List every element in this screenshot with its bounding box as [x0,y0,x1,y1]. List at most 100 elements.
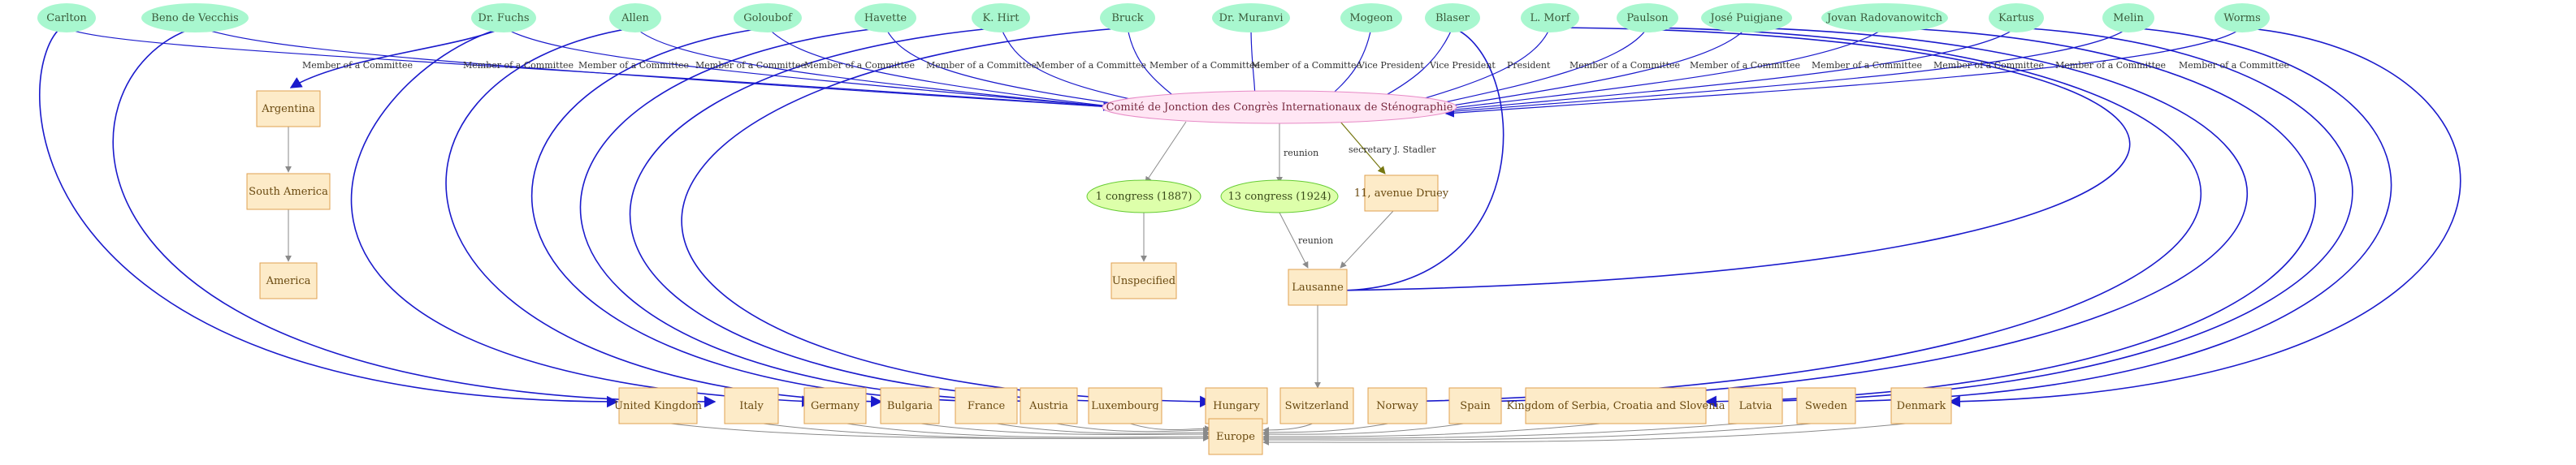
node-switzerland[interactable]: Switzerland [1279,387,1354,424]
edge-label-member-8: Member of a Committee [1149,60,1260,71]
node-lausanne[interactable]: Lausanne [1288,269,1348,306]
node-havette[interactable]: Havette [855,3,916,32]
node-label: K. Hirt [983,12,1020,24]
node-label: America [266,275,311,287]
node-kartus[interactable]: Kartus [1989,3,2044,32]
edge-avenue-lausanne [1340,210,1394,269]
edge-beno-comite [194,25,1113,111]
node-goloubof[interactable]: Goloubof [734,3,802,32]
node-denmark[interactable]: Denmark [1890,387,1952,424]
node-mogeon[interactable]: Mogeon [1340,3,1402,32]
node-spain[interactable]: Spain [1448,387,1502,424]
edge-hirt-comite [1000,27,1155,107]
node-label: José Puigjane [1709,12,1783,24]
edge-label-secretary: secretary J. Stadler [1349,144,1436,155]
edge-havette-comite [885,27,1131,110]
node-beno[interactable]: Beno de Vecchis [141,3,249,32]
edge-carlton-comite [60,25,1113,111]
node-melin[interactable]: Melin [2102,3,2154,32]
edge-fuchs-argentina [289,27,504,88]
node-america[interactable]: America [259,262,318,299]
node-carlton[interactable]: Carlton [37,3,96,32]
place-nodes: 11, avenue Druey Argentina South America… [246,90,1952,455]
node-italy[interactable]: Italy [724,387,779,424]
node-paulson[interactable]: Paulson [1617,3,1678,32]
node-hungary[interactable]: Hungary [1205,387,1268,424]
node-muranvi[interactable]: Dr. Muranvi [1212,3,1290,32]
node-comite[interactable]: Comité de Jonction des Congrès Internati… [1102,90,1457,124]
node-label: Dr. Fuchs [478,12,529,24]
node-argentina[interactable]: Argentina [256,90,321,127]
edge-label-vice-president-1: Vice President [1357,60,1424,71]
node-label: France [968,400,1006,412]
node-austria[interactable]: Austria [1020,387,1078,424]
node-france[interactable]: France [955,387,1018,424]
edge-kartus-latvia [1745,27,2353,407]
node-label: Kingdom of Serbia, Croatia and Slovenia [1506,400,1725,412]
node-luxembourg[interactable]: Luxembourg [1088,387,1162,424]
node-puigjane[interactable]: José Puigjane [1701,3,1792,32]
node-sweden[interactable]: Sweden [1796,387,1856,424]
node-label: Dr. Muranvi [1219,12,1284,24]
node-united-kingdom[interactable]: United Kingdom [614,387,702,424]
edge-bruck-hungary [681,27,1212,408]
edge-label-member-3: Member of a Committee [578,60,689,71]
edge-label-member-2: Member of a Committee [463,60,574,71]
node-bruck[interactable]: Bruck [1100,3,1155,32]
edge-label-reunion-2: reunion [1298,235,1333,246]
edge-label-member-1: Member of a Committee [302,60,413,71]
edge-label-vice-president-2: Vice President [1429,60,1496,71]
edge-blaser-lausanne [1332,27,1504,297]
edge-norway-europe [1262,421,1398,436]
edge-sweden-europe [1262,421,1829,444]
node-worms[interactable]: Worms [2214,3,2270,32]
node-label: Spain [1460,400,1491,412]
node-germany[interactable]: Germany [803,387,867,424]
edge-label-member-4: Member of a Committee [695,60,806,71]
node-serbia[interactable]: Kingdom of Serbia, Croatia and Slovenia [1506,387,1725,424]
edge-france-europe [986,421,1210,437]
node-label: Carlton [46,12,87,24]
edge-label-member-7: Member of a Committee [1036,60,1146,71]
node-label: Sweden [1805,400,1848,412]
node-label: Havette [864,12,907,24]
edge-latvia-europe [1262,421,1760,442]
edge-beno-italy [112,27,717,408]
node-blaser[interactable]: Blaser [1425,3,1480,32]
node-label: Bulgaria [887,400,933,412]
node-avenue[interactable]: 11, avenue Druey [1354,174,1449,212]
edge-kartus-comite [1444,27,2017,114]
node-south-america[interactable]: South America [246,173,331,210]
edge-fuchs-comite [503,27,1115,111]
edge-melin-sweden [1826,27,2392,408]
node-europe[interactable]: Europe [1208,418,1263,455]
node-congres13[interactable]: 13 congress (1924) [1220,179,1339,213]
edge-italy-europe [751,421,1210,442]
node-unspecified[interactable]: Unspecified [1110,262,1177,299]
node-radovanovitch[interactable]: Jovan Radovanowitch [1821,3,1948,32]
node-latvia[interactable]: Latvia [1728,387,1783,424]
edge-allen-comite [634,27,1116,111]
node-label: Lausanne [1292,282,1344,294]
edges-layer [39,25,2461,446]
node-bulgaria[interactable]: Bulgaria [880,387,940,424]
node-label: Jovan Radovanowitch [1825,12,1943,24]
edge-germany-europe [836,421,1210,441]
node-label: Austria [1028,400,1068,412]
edge-luxembourg-europe [1124,421,1211,433]
node-norway[interactable]: Norway [1367,387,1427,424]
node-congres1[interactable]: 1 congress (1887) [1086,179,1201,213]
node-morf[interactable]: L. Morf [1521,3,1579,32]
edge-label-member-12: Member of a Committee [1812,60,1922,71]
node-hirt[interactable]: K. Hirt [972,3,1030,32]
node-label: Allen [621,12,649,24]
node-label: Bruck [1111,12,1143,24]
node-fuchs[interactable]: Dr. Fuchs [471,3,536,32]
edge-goloubof-comite [767,27,1119,111]
node-allen[interactable]: Allen [609,3,661,32]
node-label: Unspecified [1112,275,1175,287]
edge-worms-denmark [1948,27,2461,407]
edge-goloubof-france [531,27,997,408]
node-label: Hungary [1213,400,1260,412]
